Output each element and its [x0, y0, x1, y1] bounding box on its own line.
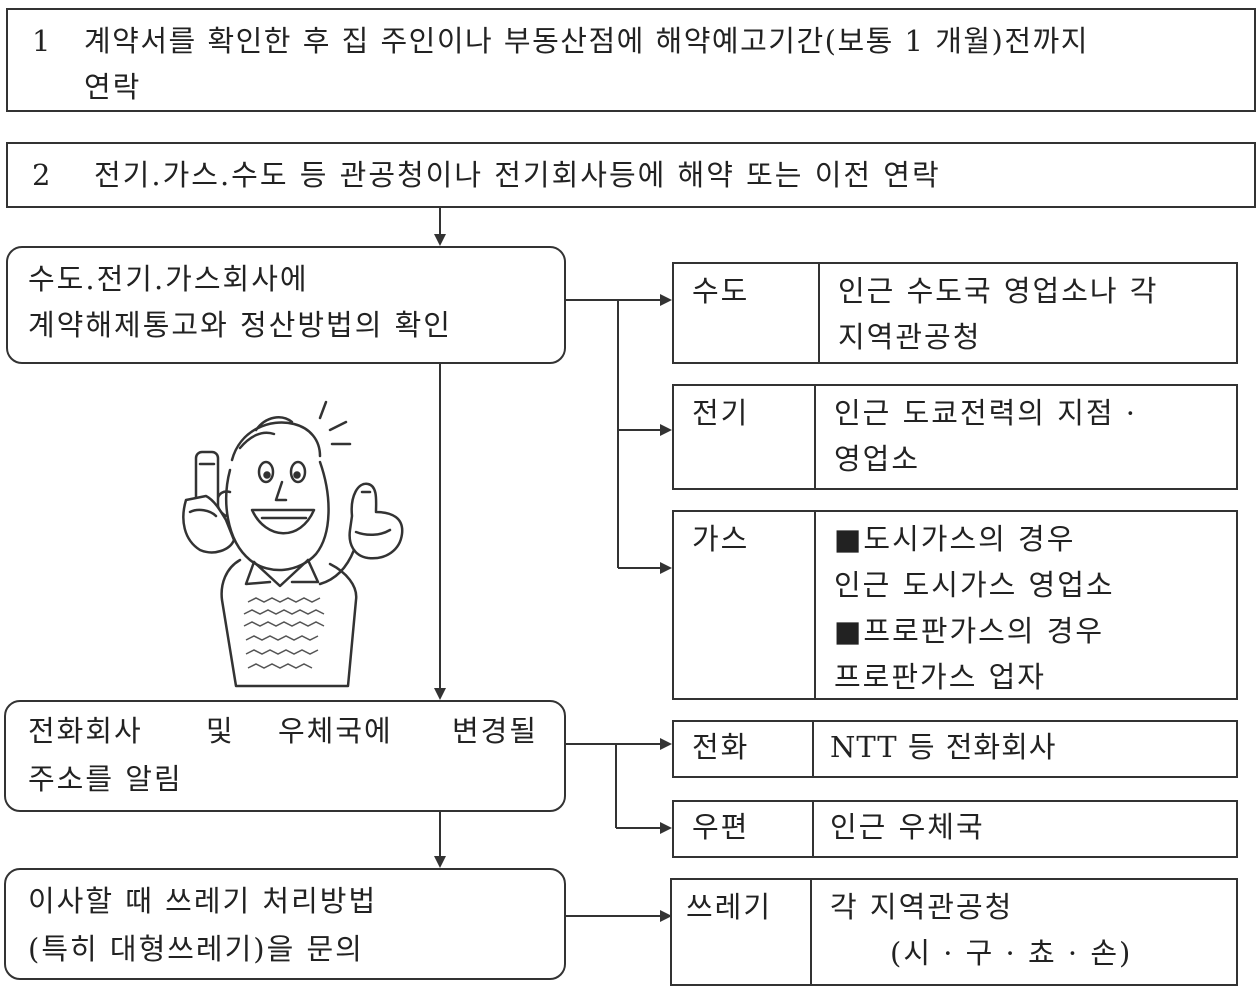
contact-label-electricity: 전기 — [692, 396, 750, 430]
garbage-action-line1: 이사할 때 쓰레기 처리방법 — [28, 884, 378, 918]
step-1-box: 1 계약서를 확인한 후 집 주인이나 부동산점에 해약예고기간(보통 1 개월… — [6, 8, 1256, 112]
contact-desc-post: 인근 우체국 — [830, 810, 985, 844]
row-divider — [818, 264, 820, 362]
contact-row-gas: 가스 ■도시가스의 경우 인근 도시가스 영업소 ■프로판가스의 경우 프로판가… — [672, 510, 1238, 700]
row-divider — [812, 802, 814, 856]
contact-row-electricity: 전기 인근 도쿄전력의 지점 · 영업소 — [672, 384, 1238, 490]
phone-post-word1: 전화회사 — [28, 714, 143, 748]
phone-post-word4: 변경될 — [452, 714, 539, 748]
step-1-text-line2: 연락 — [84, 70, 142, 104]
row-divider — [812, 722, 814, 776]
contact-desc-water-2: 지역관공청 — [838, 320, 982, 354]
contact-desc-gas-1: ■도시가스의 경우 — [834, 522, 1076, 556]
utilities-action-line2: 계약해제통고와 정산방법의 확인 — [28, 308, 452, 342]
step-2-text: 전기.가스.수도 등 관공청이나 전기회사등에 해약 또는 이전 연락 — [94, 158, 941, 192]
contact-label-phone: 전화 — [692, 730, 750, 764]
contact-row-water: 수도 인근 수도국 영업소나 각 지역관공청 — [672, 262, 1238, 364]
step-1-number: 1 — [32, 24, 53, 58]
garbage-action-line2: (특히 대형쓰레기)을 문의 — [28, 932, 364, 966]
row-divider — [810, 880, 812, 984]
row-divider — [814, 386, 816, 488]
row-divider — [814, 512, 816, 698]
step-2-number: 2 — [32, 158, 53, 192]
contact-desc-gas-4: 프로판가스 업자 — [834, 660, 1046, 694]
garbage-action-box: 이사할 때 쓰레기 처리방법 (특히 대형쓰레기)을 문의 — [4, 868, 566, 980]
contact-desc-electricity-2: 영업소 — [834, 442, 921, 476]
contact-desc-electricity-1: 인근 도쿄전력의 지점 · — [834, 396, 1137, 430]
phone-post-action-box: 전화회사 및 우체국에 변경될 주소를 알림 — [4, 700, 566, 812]
man-on-phone-illustration — [182, 400, 404, 688]
contact-desc-gas-3: ■프로판가스의 경우 — [834, 614, 1105, 648]
contact-label-water: 수도 — [692, 274, 750, 308]
contact-label-gas: 가스 — [692, 522, 750, 556]
contact-row-garbage: 쓰레기 각 지역관공청 (시 · 구 · 쵸 · 손) — [670, 878, 1238, 986]
utilities-action-box: 수도.전기.가스회사에 계약해제통고와 정산방법의 확인 — [6, 246, 566, 364]
contact-label-post: 우편 — [692, 810, 750, 844]
phone-post-word3: 우체국에 — [278, 714, 393, 748]
contact-desc-garbage-1: 각 지역관공청 — [830, 890, 1014, 924]
step-1-text: 계약서를 확인한 후 집 주인이나 부동산점에 해약예고기간(보통 1 개월)전… — [84, 24, 1089, 58]
phone-post-line2: 주소를 알림 — [28, 762, 183, 796]
contact-desc-phone: NTT 등 전화회사 — [830, 730, 1057, 764]
phone-post-word2: 및 — [206, 714, 235, 748]
contact-desc-gas-2: 인근 도시가스 영업소 — [834, 568, 1115, 602]
utilities-action-line1: 수도.전기.가스회사에 — [28, 262, 309, 296]
contact-row-post: 우편 인근 우체국 — [672, 800, 1238, 858]
contact-desc-water-1: 인근 수도국 영업소나 각 — [838, 274, 1159, 308]
contact-desc-garbage-2: (시 · 구 · 쵸 · 손) — [890, 936, 1133, 970]
step-2-box: 2 전기.가스.수도 등 관공청이나 전기회사등에 해약 또는 이전 연락 — [6, 142, 1256, 208]
contact-row-phone: 전화 NTT 등 전화회사 — [672, 720, 1238, 778]
contact-label-garbage: 쓰레기 — [686, 890, 773, 924]
